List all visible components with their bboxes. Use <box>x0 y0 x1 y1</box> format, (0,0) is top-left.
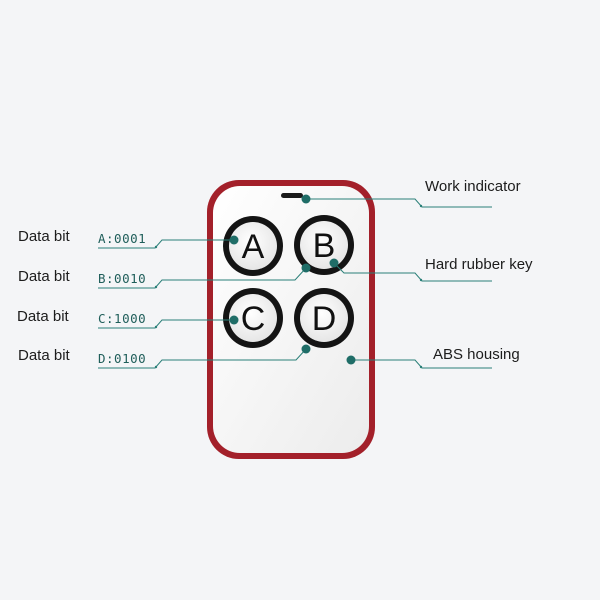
anchor-dot-b <box>301 263 311 273</box>
leader-line-hard-rubber-key <box>333 262 492 282</box>
anchor-dot-a <box>229 235 239 245</box>
key-d[interactable]: D <box>294 288 354 348</box>
code-label-c: C:1000 <box>98 311 147 326</box>
data-bit-label-b: Data bit <box>18 268 70 285</box>
anchor-dot-abs-housing <box>346 355 356 365</box>
hard-rubber-key-label: Hard rubber key <box>425 256 533 273</box>
leader-line-c <box>98 319 234 329</box>
key-b-letter: B <box>313 227 336 265</box>
key-a-letter: A <box>242 228 265 266</box>
code-label-b: B:0010 <box>98 271 147 286</box>
key-c[interactable]: C <box>223 288 283 348</box>
work-indicator-led <box>281 193 303 198</box>
anchor-dot-d <box>301 344 311 354</box>
code-label-a: A:0001 <box>98 231 147 246</box>
work-indicator-label: Work indicator <box>425 178 521 195</box>
key-a[interactable]: A <box>223 216 283 276</box>
anchor-dot-work-indicator <box>301 194 311 204</box>
leader-line-a <box>98 239 234 249</box>
leader-line-d <box>98 348 307 369</box>
anchor-dot-hard-rubber-key <box>329 258 339 268</box>
abs-housing-label: ABS housing <box>433 346 520 363</box>
anchor-dot-c <box>229 315 239 325</box>
data-bit-label-a: Data bit <box>18 228 70 245</box>
key-c-letter: C <box>241 300 266 338</box>
key-d-letter: D <box>312 300 337 338</box>
key-b[interactable]: B <box>294 215 354 275</box>
leader-line-abs-housing <box>351 359 492 369</box>
data-bit-label-d: Data bit <box>18 347 70 364</box>
leader-line-b <box>98 267 307 289</box>
leader-line-work-indicator <box>306 198 492 208</box>
code-label-d: D:0100 <box>98 351 147 366</box>
data-bit-label-c: Data bit <box>17 308 69 325</box>
